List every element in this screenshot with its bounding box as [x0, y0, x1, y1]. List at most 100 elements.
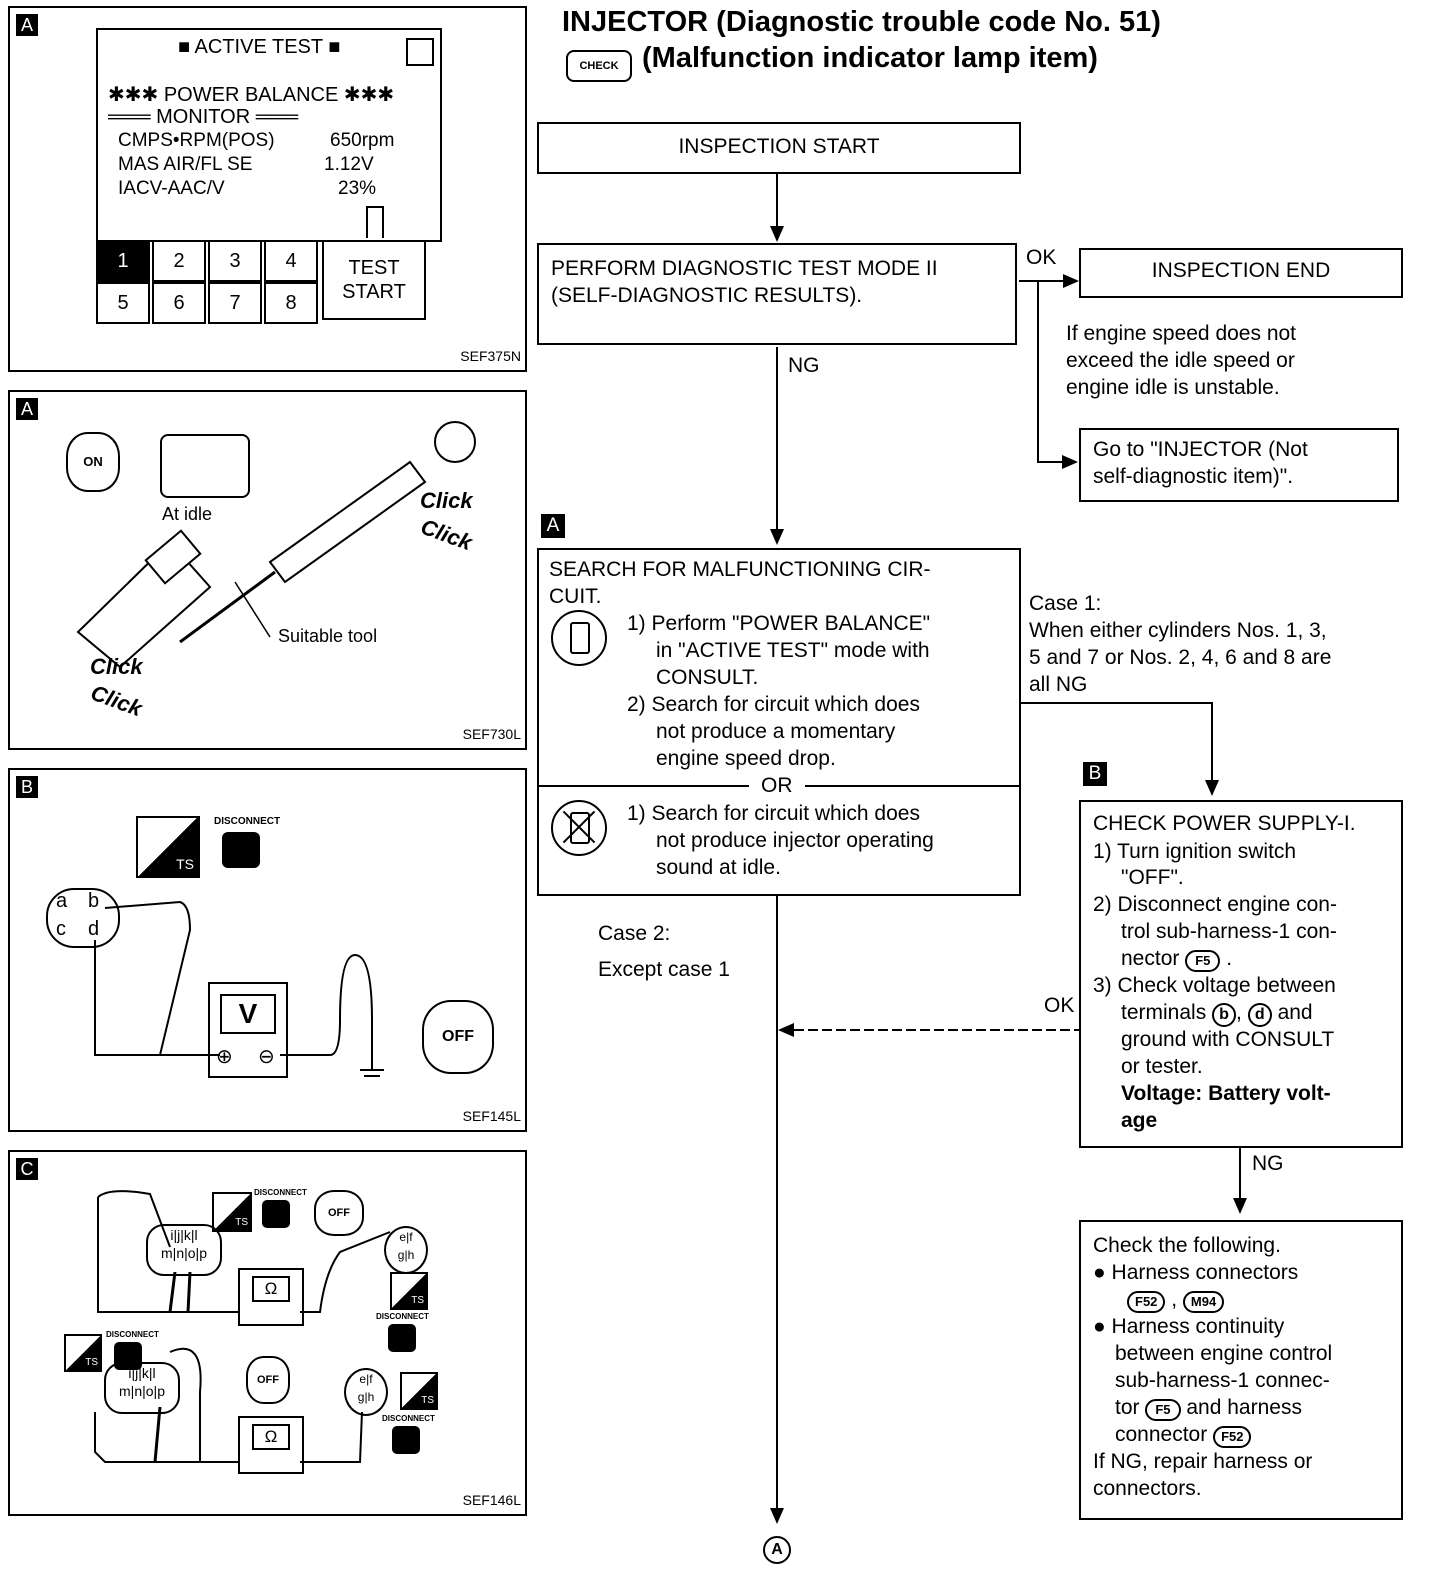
screen-line-power-balance: ✱✱✱ POWER BALANCE ✱✱✱ [108, 84, 395, 106]
screen-row-value: 650rpm [330, 130, 395, 151]
ng-label: NG [788, 354, 820, 377]
panel-voltage-check: B TS DISCONNECT a b c d V ⊕ ⊖ OFF SEF145… [8, 768, 527, 1132]
screen-row-label: CMPS•RPM(POS) [118, 130, 275, 151]
search-alt-step: sound at idle. [656, 856, 781, 879]
off-page-reference: A [763, 1536, 791, 1564]
harness-wires [94, 1190, 391, 1463]
connector-f5-badge: F5 [1145, 1399, 1181, 1421]
search-step: not produce a momentary [656, 720, 896, 743]
connector-f52-badge: F52 [1213, 1426, 1252, 1448]
panel-injector-click: A ON At idle Click Click Click Click Sui… [8, 390, 527, 750]
connector-pin: c [56, 918, 66, 940]
connector-f52-badge: F52 [1127, 1291, 1166, 1313]
screen-row-value: 23% [338, 178, 377, 199]
search-step: CONSULT. [656, 666, 759, 689]
connector-efgh: e|f g|h [344, 1368, 388, 1416]
minus-terminal: ⊖ [258, 1046, 275, 1068]
connector-jklm: i|j|k|l m|n|o|p [104, 1362, 180, 1414]
screen-line-monitor: ═══ MONITOR ═══ [108, 106, 299, 128]
terminal-d-badge: d [1247, 1003, 1272, 1027]
connector-line [776, 172, 778, 226]
disconnect-connector-icon [222, 832, 260, 868]
disconnect-label: DISCONNECT [254, 1188, 307, 1197]
search-alt-step: 1) Search for circuit which does [627, 802, 920, 825]
screen-row-label: IACV-AAC/V [118, 178, 225, 199]
ok-label: OK [1026, 246, 1057, 269]
arrow-right [1063, 274, 1079, 288]
probe-wires [94, 900, 384, 1077]
connector-line [1019, 702, 1213, 704]
check-power-supply-box: CHECK POWER SUPPLY-I. 1) Turn ignition s… [1079, 800, 1403, 1148]
consult-ts-icon: TS [212, 1192, 252, 1232]
voltmeter-display: V [220, 994, 276, 1034]
figure-code: SEF145L [462, 1108, 521, 1124]
voltmeter: V ⊕ ⊖ [208, 982, 288, 1078]
figure-code: SEF375N [460, 348, 521, 364]
figure-code: SEF146L [462, 1492, 521, 1508]
panel-tag: C [16, 1158, 38, 1180]
screwdriver-illustration [76, 421, 476, 669]
consult-icon [551, 610, 607, 666]
ignition-key-off-icon: OFF [246, 1356, 290, 1404]
search-step: 1) Perform "POWER BALANCE" [627, 612, 931, 635]
connector-m94-badge: M94 [1182, 1291, 1225, 1313]
finger-pointer-icon [366, 206, 384, 238]
check-engine-icon: CHECK [566, 50, 632, 82]
arrow-down [1205, 780, 1219, 796]
arrow-left [778, 1023, 794, 1037]
diagnostic-mode-box: PERFORM DIAGNOSTIC TEST MODE II(SELF-DIA… [537, 243, 1017, 345]
consult-ts-icon: TS [400, 1372, 438, 1410]
connector-pin: b [88, 890, 100, 912]
at-idle-label: At idle [162, 504, 213, 524]
key-5: 5 [96, 282, 150, 324]
disconnect-label: DISCONNECT [382, 1414, 435, 1423]
connector-line [1037, 461, 1065, 463]
connector-pin: d [88, 918, 100, 940]
screen-row-label: MAS AIR/FL SE [118, 154, 253, 175]
case2-text: Case 2:Except case 1 [598, 922, 730, 981]
connector-line [1037, 282, 1039, 462]
connector-jklm: i|j|k|l m|n|o|p [146, 1224, 222, 1276]
panel-active-test: A ■ ACTIVE TEST ■ ✱✱✱ POWER BALANCE ✱✱✱ … [8, 6, 527, 372]
disconnect-label: DISCONNECT [214, 816, 281, 827]
ignition-key-off-icon: OFF [314, 1190, 364, 1236]
search-step: engine speed drop. [656, 747, 836, 770]
search-title: SEARCH FOR MALFUNCTIONING CIR-CUIT. [549, 558, 931, 608]
connector-line [776, 347, 778, 529]
connector-line [794, 1029, 1079, 1031]
connector-f5-badge: F5 [1185, 950, 1221, 972]
arrow-right [1062, 455, 1078, 469]
search-alt-step: not produce injector operating [656, 829, 934, 852]
key-1: 1 [96, 240, 150, 282]
or-label: OR [761, 774, 793, 797]
click-label: Click [420, 488, 473, 513]
key-2: 2 [152, 240, 206, 282]
screen-checkbox [406, 38, 434, 66]
key-7: 7 [208, 282, 262, 324]
disconnect-connector-icon [392, 1426, 420, 1454]
disconnect-connector-icon [388, 1324, 416, 1352]
arrow-down [770, 226, 784, 242]
consult-ts-icon: TS [136, 816, 200, 878]
click-label: Click [90, 654, 143, 679]
key-6: 6 [152, 282, 206, 324]
disconnect-connector-icon [262, 1200, 290, 1228]
case1-text: Case 1:When either cylinders Nos. 1, 3,5… [1029, 592, 1332, 696]
consult-ts-icon: TS [64, 1334, 102, 1372]
ng-label: NG [1252, 1152, 1284, 1175]
ignition-key-on-icon: ON [66, 432, 120, 492]
engine-icon [160, 434, 250, 498]
plus-terminal: ⊕ [216, 1046, 233, 1068]
arrow-down [770, 1508, 784, 1524]
panel-tag: A [16, 14, 38, 36]
consult-ts-icon: TS [390, 1272, 428, 1310]
disconnect-label: DISCONNECT [106, 1330, 159, 1339]
figure-code: SEF730L [462, 726, 521, 742]
arrow-down [770, 529, 784, 545]
connector-efgh: e|f g|h [384, 1226, 428, 1274]
inspection-start-box: INSPECTION START [537, 122, 1021, 174]
panel-tag: A [16, 398, 38, 420]
panel-tag: B [16, 776, 38, 798]
page-title: INJECTOR (Diagnostic trouble code No. 51… [562, 6, 1161, 38]
